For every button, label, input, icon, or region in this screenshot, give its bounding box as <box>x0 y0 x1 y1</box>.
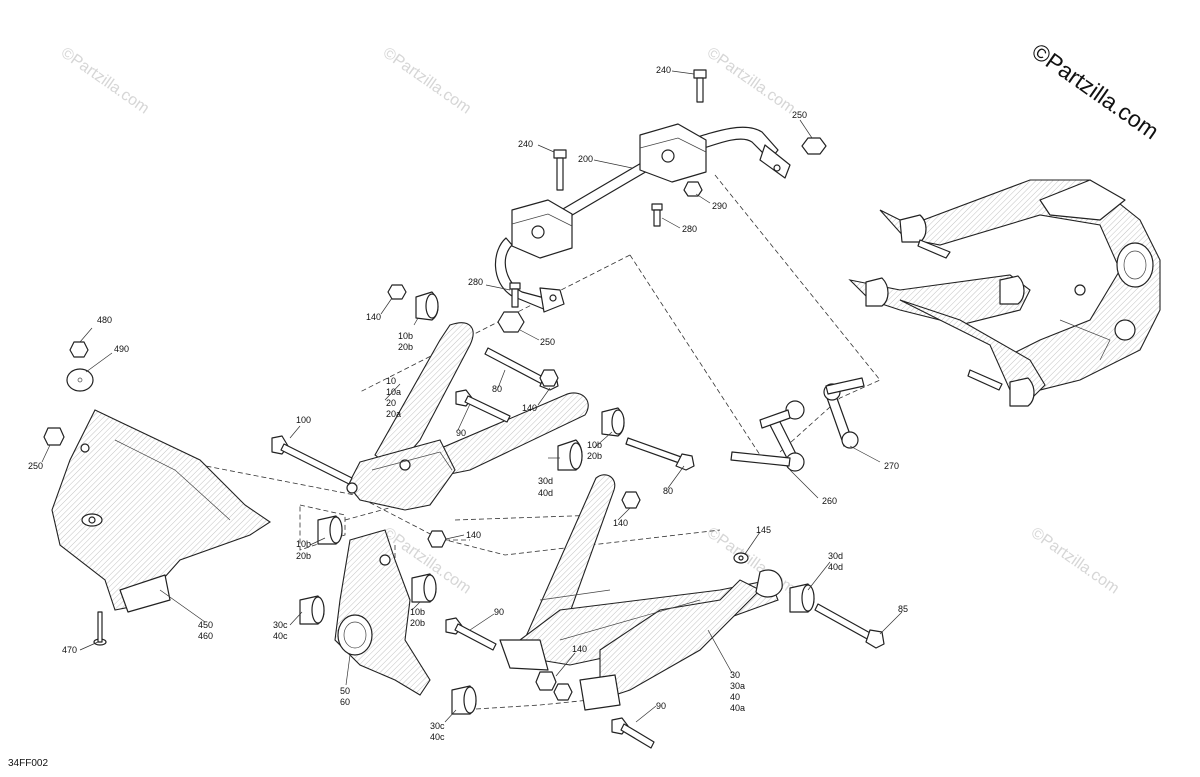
callout-label: 40c <box>430 732 445 742</box>
callout-label: 140 <box>572 644 587 654</box>
callout-label: 490 <box>114 344 129 354</box>
callout-label: 250 <box>792 110 807 120</box>
callout-label: 20 <box>386 398 396 408</box>
callout-label: 10 <box>386 376 396 386</box>
callout-label: 20a <box>386 409 401 419</box>
callout-label: 20b <box>410 618 425 628</box>
callout-label: 270 <box>884 461 899 471</box>
callout-label: 450 <box>198 620 213 630</box>
callout-label: 40a <box>730 703 745 713</box>
nut-140[interactable] <box>387 284 641 701</box>
callout-label: 250 <box>28 461 43 471</box>
bushing-10b-20b[interactable] <box>317 515 437 603</box>
upper-a-arm[interactable] <box>346 322 589 511</box>
callout-label: 280 <box>468 277 483 287</box>
callout-label: 100 <box>296 415 311 425</box>
lower-a-arm[interactable] <box>499 474 783 711</box>
callout-label: 40d <box>828 562 843 572</box>
bolt-470[interactable] <box>93 611 107 646</box>
callout-label: 140 <box>466 530 481 540</box>
bolt-280[interactable] <box>509 203 663 308</box>
callout-label: 470 <box>62 645 77 655</box>
diagram-code: 34FF002 <box>8 758 48 769</box>
callout-label: 30c <box>273 620 288 630</box>
callout-label: 460 <box>198 631 213 641</box>
washer-145[interactable] <box>733 552 749 564</box>
nut-480[interactable] <box>69 341 89 358</box>
bolt-240[interactable] <box>553 69 707 191</box>
assembled-suspension-view[interactable] <box>848 179 1161 407</box>
callout-label: 290 <box>712 201 727 211</box>
bolt-100[interactable] <box>271 435 353 485</box>
stabilizer-link-270[interactable] <box>823 377 865 449</box>
bolt-90[interactable] <box>445 389 655 749</box>
callout-label: 10a <box>386 387 401 397</box>
bushing-10b[interactable] <box>415 291 625 437</box>
callout-label: 140 <box>366 312 381 322</box>
callout-label: 50 <box>340 686 350 696</box>
bushing-30d[interactable] <box>557 439 815 613</box>
callout-label: 240 <box>518 139 533 149</box>
stabilizer-bushing-clamp[interactable] <box>511 123 707 259</box>
knuckle[interactable] <box>334 529 431 696</box>
callout-label: 200 <box>578 154 593 164</box>
callout-label: 240 <box>656 65 671 75</box>
callout-label: 20b <box>587 451 602 461</box>
callout-label: 480 <box>97 315 112 325</box>
washer-490[interactable] <box>66 368 94 392</box>
callout-label: 10b <box>398 331 413 341</box>
callout-label: 140 <box>613 518 628 528</box>
brand-watermark: ©Partzilla.com <box>1027 38 1164 145</box>
nut-290[interactable] <box>683 181 703 197</box>
callout-label: 145 <box>756 525 771 535</box>
callout-label: 260 <box>822 496 837 506</box>
watermark-text: ©Partzilla.com <box>380 44 474 117</box>
leader-lines <box>41 70 903 723</box>
callout-label: 85 <box>898 604 908 614</box>
callout-label: 40d <box>538 488 553 498</box>
callout-label: 40 <box>730 692 740 702</box>
callout-label: 10b <box>296 539 311 549</box>
callout-label: 90 <box>456 428 466 438</box>
callout-label: 30d <box>828 551 843 561</box>
callout-label: 90 <box>656 701 666 711</box>
callout-label: 90 <box>494 607 504 617</box>
callout-label: 80 <box>663 486 673 496</box>
bushing-30c[interactable] <box>299 595 477 715</box>
callout-label: 20b <box>398 342 413 352</box>
callout-label: 10b <box>587 440 602 450</box>
callout-label: 60 <box>340 697 350 707</box>
callout-label: 30d <box>538 476 553 486</box>
skid-plate[interactable] <box>51 409 271 613</box>
callout-label: 20b <box>296 551 311 561</box>
callout-label: 250 <box>540 337 555 347</box>
stabilizer-link-260[interactable] <box>730 400 805 472</box>
callout-label: 10b <box>410 607 425 617</box>
callout-label: 30a <box>730 681 745 691</box>
callout-label: 40c <box>273 631 288 641</box>
callout-label: 280 <box>682 224 697 234</box>
callout-label: 140 <box>522 403 537 413</box>
nut-250[interactable] <box>497 137 827 333</box>
callout-label: 30c <box>430 721 445 731</box>
bolt-85[interactable] <box>814 603 885 649</box>
callout-label: 80 <box>492 384 502 394</box>
callout-label: 30 <box>730 670 740 680</box>
nut-250-guard[interactable] <box>43 427 65 446</box>
watermark-text: ©Partzilla.com <box>1028 524 1122 597</box>
callout-labels: 240 250 240 200 290 280 280 250 140 10b … <box>28 65 908 742</box>
watermark-text: ©Partzilla.com <box>704 44 798 117</box>
watermark-text: ©Partzilla.com <box>58 44 152 117</box>
